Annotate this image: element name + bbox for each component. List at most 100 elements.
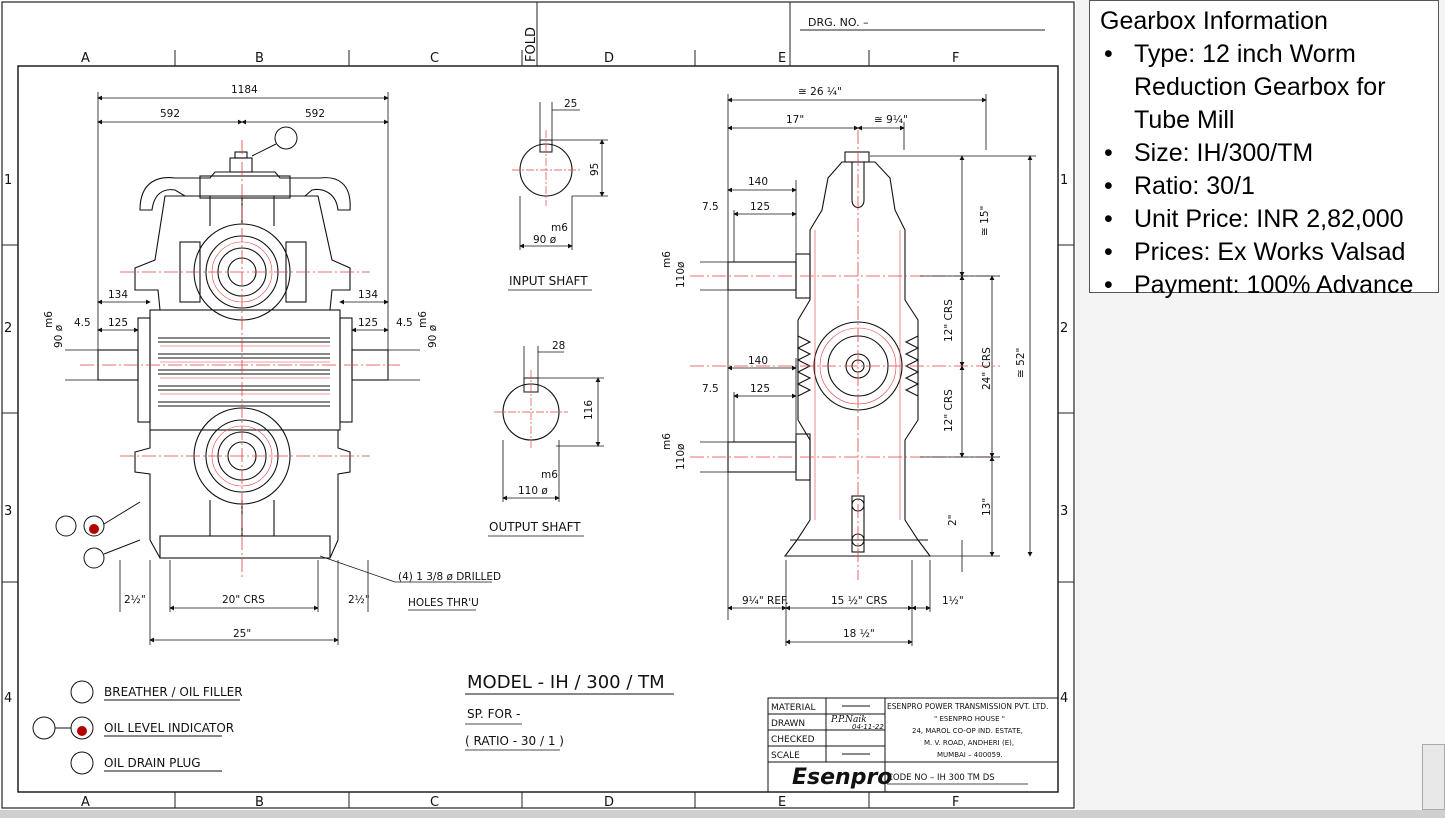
input-dia: 90 ø (533, 234, 557, 246)
column-letter: D (604, 51, 614, 66)
dim-15crs: 15 ½" CRS (831, 595, 888, 607)
dim-20-crs: 20" CRS (222, 594, 265, 606)
info-item-payment: Payment: 100% Advance (1100, 269, 1428, 302)
dim-134-left: 134 (108, 289, 128, 301)
dim-592-right: 592 (305, 108, 325, 120)
dim-1half: 1½" (942, 595, 964, 607)
front-redlines (160, 241, 330, 487)
dim-9: ≅ 9¼" (874, 114, 908, 126)
dim-134-right: 134 (358, 289, 378, 301)
info-list: Type: 12 inch Worm Reduction Gearbox for… (1100, 38, 1428, 302)
dim-125-left: 125 (108, 317, 128, 329)
row-number: 1 (1060, 173, 1068, 188)
info-title: Gearbox Information (1100, 7, 1328, 35)
dim-592-left: 592 (160, 108, 180, 120)
dim-140b: 140 (748, 355, 768, 367)
row-number: 3 (4, 504, 12, 519)
sp-for: SP. FOR - (467, 707, 520, 721)
side-redlines (814, 230, 901, 520)
side-centerlines (690, 130, 1000, 580)
dim-24: 24" CRS (981, 347, 993, 390)
holes-note-1: (4) 1 3/8 ø DRILLED (398, 571, 501, 583)
info-item-type: Type: 12 inch Worm Reduction Gearbox for… (1100, 38, 1428, 137)
dim-12b: 12" CRS (943, 389, 955, 432)
dim-1184: 1184 (231, 84, 258, 96)
front-centerlines (80, 140, 400, 580)
dim-2: 2" (947, 514, 959, 526)
gearbox-info-panel: Gearbox Information Type: 12 inch Worm R… (1089, 0, 1439, 302)
side-dimensions: ≅ 26 ¼" 17" ≅ 9¼" 140 125 7.5 110ø m6 14… (661, 86, 1027, 640)
tb-scale: SCALE (771, 751, 800, 761)
output-shaft-view: 28 116 m6 110 ø OUTPUT SHAFT (488, 340, 604, 537)
info-item-prices-terms: Prices: Ex Works Valsad (1100, 236, 1428, 269)
input-key: 25 (564, 98, 577, 110)
row-number: 4 (4, 691, 12, 706)
dim-13: 13" (981, 498, 993, 516)
dim-52: ≅ 52" (1015, 348, 1027, 378)
dim-75a: 7.5 (702, 201, 719, 213)
row-number: 4 (1060, 691, 1068, 706)
dim-125b: 125 (750, 383, 770, 395)
tb-house: " ESENPRO HOUSE " (934, 715, 1005, 723)
output-shaft-label: OUTPUT SHAFT (489, 520, 581, 534)
row-number: 3 (1060, 504, 1068, 519)
column-letter: E (778, 51, 786, 66)
title-block: MATERIAL DRAWN CHECKED SCALE P.P.Naik 04… (767, 697, 1059, 793)
output-height: 116 (583, 400, 595, 420)
model-title: MODEL - IH / 300 / TM (467, 672, 665, 693)
tb-drawn: DRAWN (771, 719, 805, 729)
tb-checked: CHECKED (771, 735, 815, 745)
dim-26: ≅ 26 ¼" (798, 86, 842, 98)
column-letter: E (778, 795, 786, 810)
tb-addr3: MUMBAI – 400059. (937, 751, 1003, 759)
column-letter: D (604, 795, 614, 810)
shaft-b: 110ø (675, 443, 687, 470)
tb-logo: Esenpro (792, 765, 892, 790)
dim-shaft-right: 90 ø (427, 324, 439, 348)
tb-addr1: 24, MAROL CO-OP IND. ESTATE, (912, 727, 1023, 735)
tol-left: m6 (43, 311, 55, 328)
row-number: 2 (4, 321, 12, 336)
tb-drawn-by: P.P.Naik (830, 715, 867, 725)
info-item-size: Size: IH/300/TM (1100, 137, 1428, 170)
dim-140a: 140 (748, 176, 768, 188)
ratio: ( RATIO - 30 / 1 ) (465, 734, 564, 748)
info-item-price: Unit Price: INR 2,82,000 (1100, 203, 1428, 236)
dim-45-right: 4.5 (396, 317, 413, 329)
dim-12a: 12" CRS (943, 299, 955, 342)
row-number: 1 (4, 173, 12, 188)
tb-material: MATERIAL (771, 703, 816, 713)
dim-75b: 7.5 (702, 383, 719, 395)
tb-addr2: M. V. ROAD, ANDHERI (E), (924, 739, 1014, 747)
column-letter: F (952, 51, 959, 66)
dim-125a: 125 (750, 201, 770, 213)
tb-drawn-date: 04-11-22 (852, 723, 884, 731)
dim-base-right: 2½" (348, 594, 370, 606)
input-tol: m6 (551, 222, 568, 234)
bottom-scrollbar[interactable] (0, 810, 1445, 818)
column-letter: C (430, 795, 439, 810)
dim-shaft-left: 90 ø (53, 324, 65, 348)
front-view (97, 151, 389, 559)
output-key: 28 (552, 340, 565, 352)
column-letter: F (952, 795, 959, 810)
column-letter: A (81, 795, 90, 810)
column-letter: B (255, 51, 264, 66)
output-dia: 110 ø (518, 485, 548, 497)
tb-company: ESENPRO POWER TRANSMISSION PVT. LTD. (887, 702, 1048, 711)
tb-code: CODE NO – IH 300 TM DS (887, 773, 995, 783)
input-height: 95 (589, 163, 601, 176)
dim-25: 25" (233, 628, 251, 640)
tol-a: m6 (661, 251, 673, 268)
input-shaft-label: INPUT SHAFT (509, 274, 588, 288)
dim-15: ≅ 15" (979, 206, 991, 236)
info-item-ratio: Ratio: 30/1 (1100, 170, 1428, 203)
oil-level-mark (89, 524, 99, 534)
input-shaft-view: 25 95 m6 90 ø INPUT SHAFT (508, 98, 608, 291)
page-thumbnail[interactable] (1422, 744, 1445, 810)
drg-no: DRG. NO. – (808, 16, 869, 29)
dim-17: 17" (786, 114, 804, 126)
legend: BREATHER / OIL FILLER OIL LEVEL INDICATO… (32, 680, 243, 775)
